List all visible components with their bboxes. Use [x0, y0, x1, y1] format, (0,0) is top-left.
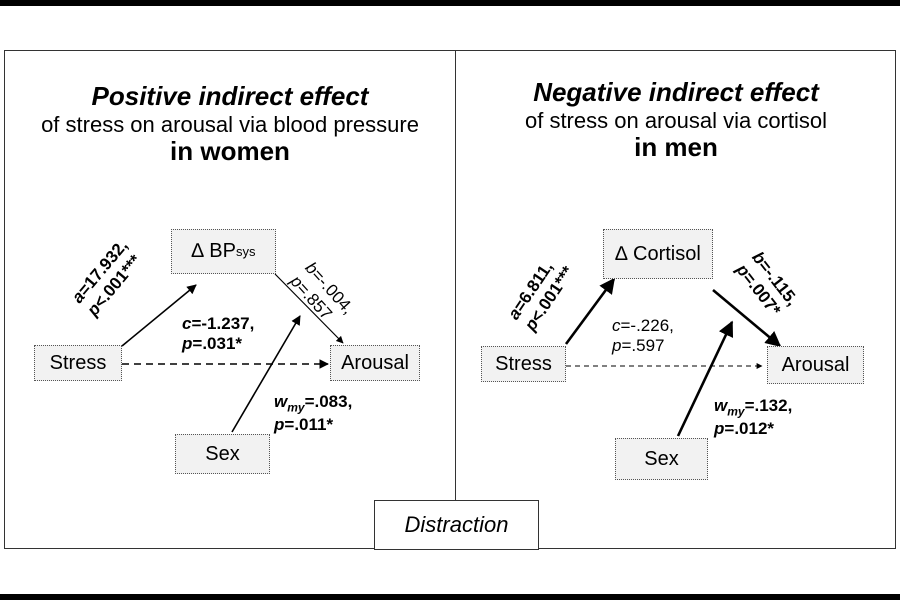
left-title-line2: of stress on arousal via blood pressure	[41, 111, 419, 137]
left-stress-box: Stress	[34, 345, 122, 381]
left-path-w-label: wmy=.083, p=.011*	[274, 392, 352, 435]
left-arrow-b	[274, 273, 344, 344]
right-title: Negative indirect effect of stress on ar…	[456, 77, 896, 163]
right-sex-label: Sex	[644, 447, 679, 470]
right-path-c-p: p=.597	[612, 336, 665, 356]
left-arousal-label: Arousal	[341, 351, 409, 374]
left-path-c-label: c=-1.237, p=.031*	[182, 314, 254, 355]
panel-divider	[455, 50, 456, 500]
left-path-c-coef: c=-1.237,	[182, 314, 255, 333]
right-path-c-label: c=-.226, p=.597	[612, 316, 674, 357]
right-arousal-label: Arousal	[781, 353, 850, 376]
left-title-line3: in women	[170, 136, 290, 167]
left-arousal-box: Arousal	[330, 345, 420, 381]
right-arrow-b	[712, 289, 782, 348]
right-title-line3: in men	[634, 132, 718, 163]
right-sex-box: Sex	[615, 438, 708, 480]
left-path-w-sub: my	[287, 400, 305, 415]
right-path-w-p: p=.012*	[714, 418, 775, 438]
left-mediator-label: ∆ BP	[191, 240, 236, 262]
right-title-line2: of stress on arousal via cortisol	[524, 107, 828, 133]
left-title: Positive indirect effect of stress on ar…	[5, 81, 455, 167]
left-path-w-coef: w	[274, 392, 288, 411]
left-arrow-a	[121, 284, 197, 347]
left-stress-label: Stress	[49, 351, 107, 374]
right-mediator-box: ∆ Cortisol	[603, 229, 713, 279]
bottom-band	[0, 594, 900, 600]
left-path-c-p: p=.031*	[182, 334, 243, 354]
left-arrow-w	[231, 315, 301, 433]
right-arrow-a	[564, 277, 616, 345]
right-stress-label: Stress	[495, 352, 552, 375]
distraction-label: Distraction	[404, 512, 509, 537]
left-sex-label: Sex	[205, 442, 240, 465]
distraction-label-box: Distraction	[374, 500, 539, 550]
right-arousal-box: Arousal	[767, 346, 864, 384]
left-path-w-val: =.083,	[304, 392, 353, 411]
right-path-c-coef: c=-.226,	[612, 316, 674, 335]
right-path-w-label: wmy=.132, p=.012*	[714, 396, 792, 439]
right-path-w-coef: w	[714, 396, 728, 415]
right-arrow-w	[676, 320, 734, 437]
right-title-line1: Negative indirect effect	[533, 77, 819, 107]
left-sex-box: Sex	[175, 434, 270, 474]
right-stress-box: Stress	[481, 346, 566, 382]
right-mediator-label: ∆ Cortisol	[615, 242, 701, 265]
right-path-w-sub: my	[727, 404, 745, 419]
left-mediator-sub: sys	[235, 244, 256, 259]
top-band	[0, 0, 900, 6]
left-path-w-p: p=.011*	[274, 414, 334, 434]
left-title-line1: Positive indirect effect	[91, 81, 369, 111]
right-path-w-val: =.132,	[744, 396, 793, 415]
